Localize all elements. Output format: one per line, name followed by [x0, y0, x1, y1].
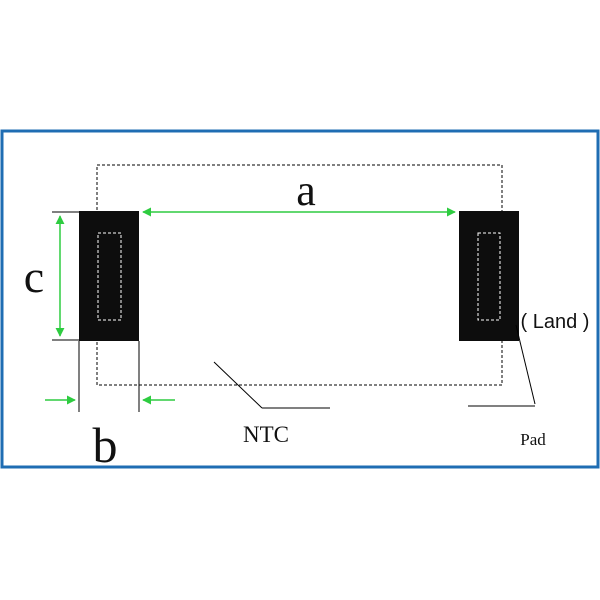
ntc-label: NTC — [243, 422, 289, 447]
ntc-leader-diagonal — [213, 361, 263, 409]
left-pad — [79, 211, 139, 341]
dimension-b-label: b — [93, 417, 118, 473]
land-label: ( Land ) — [521, 311, 590, 333]
dimension-a-label: a — [296, 166, 316, 215]
right-pad-inner-outline — [477, 232, 501, 321]
dimension-c-label: c — [24, 251, 44, 302]
pad-leader-diagonal — [515, 324, 536, 405]
right-pad — [459, 211, 519, 341]
left-pad-inner-outline — [97, 232, 122, 321]
pad-label: Pad — [520, 430, 546, 449]
